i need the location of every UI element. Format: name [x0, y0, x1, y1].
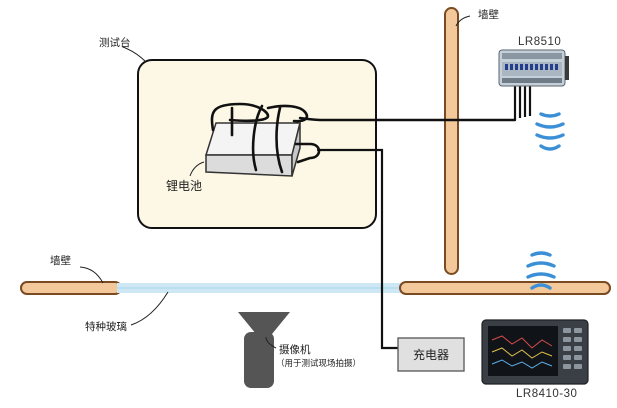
- wall-left: [20, 281, 122, 295]
- wall-right: [399, 281, 611, 295]
- logger-device-icon: [498, 49, 569, 87]
- sensor-wires: [210, 102, 517, 350]
- wall-left-label: 墙壁: [50, 254, 71, 267]
- leader-lines: [79, 15, 471, 349]
- wireless-wave-icon: [535, 112, 565, 151]
- special-glass-label: 特种玻璃: [85, 320, 127, 333]
- charger-box: [397, 337, 465, 372]
- battery-label: 锂电池: [166, 178, 202, 193]
- camera-icon: [238, 312, 290, 388]
- logger-top-label: LR8510: [518, 36, 561, 48]
- camera-label: 摄像机: [279, 343, 311, 356]
- wireless-wave-icon: [526, 251, 556, 290]
- test-bench-label: 测试台: [99, 36, 131, 49]
- logger-connector-lines: [513, 86, 532, 120]
- wall-vertical: [444, 7, 459, 275]
- logger-bottom-label: LR8410-30: [516, 388, 577, 400]
- camera-note-label: （用于测试现场拍摄）: [276, 358, 361, 369]
- recorder-device-icon: [481, 319, 589, 385]
- charger-label: 充电器: [413, 347, 449, 362]
- wall-top-label: 墙壁: [478, 8, 499, 21]
